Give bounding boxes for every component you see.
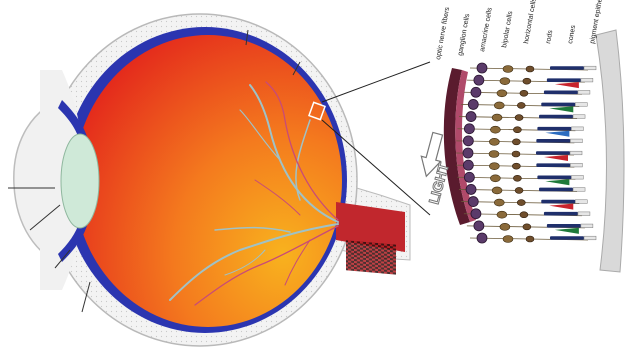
- bipolar-cell: [500, 223, 510, 230]
- lens: [61, 134, 99, 228]
- horizontal-cell: [520, 90, 528, 96]
- bipolar-cell: [492, 114, 502, 121]
- rod-outer-segment: [578, 90, 590, 94]
- horizontal-cell: [517, 200, 525, 206]
- pigment-epithelium: [596, 30, 624, 272]
- bipolar-cell: [497, 211, 507, 218]
- retina: [74, 35, 342, 327]
- ganglion-cell: [468, 99, 478, 109]
- cone-cell: [555, 228, 579, 234]
- rod-cell: [539, 115, 573, 119]
- bipolar-cell: [494, 199, 504, 206]
- ganglion-cell: [464, 172, 474, 182]
- rod-cell: [541, 103, 575, 107]
- bipolar-cell: [503, 66, 513, 73]
- rod-cell: [547, 78, 581, 82]
- horizontal-cell: [515, 187, 523, 193]
- rod-cell: [536, 163, 570, 167]
- cone-cell: [544, 155, 568, 161]
- rod-outer-segment: [584, 236, 596, 240]
- horizontal-cell: [523, 224, 531, 230]
- rod-cell: [544, 90, 578, 94]
- rod-outer-segment: [584, 66, 596, 70]
- rod-cell: [539, 188, 573, 192]
- bipolar-cell: [500, 78, 510, 85]
- retina-label: horizontal cells: [523, 0, 538, 44]
- cone-cell: [545, 131, 569, 137]
- rod-cell: [537, 175, 571, 179]
- ganglion-cell: [463, 136, 473, 146]
- bipolar-cell: [489, 138, 499, 145]
- bipolar-cell: [490, 175, 500, 182]
- horizontal-cell: [523, 78, 531, 84]
- zoom-line-top: [322, 62, 430, 102]
- horizontal-cell: [526, 66, 534, 72]
- rod-outer-segment: [570, 151, 582, 155]
- rod-outer-segment: [581, 224, 593, 228]
- bipolar-cell: [489, 151, 499, 158]
- ganglion-cell: [466, 184, 476, 194]
- rod-cell: [544, 212, 578, 216]
- rod-outer-segment: [578, 212, 590, 216]
- ganglion-cell: [471, 209, 481, 219]
- cone-cell: [549, 106, 573, 112]
- retina-cell-layers: [456, 63, 596, 243]
- rod-cell: [550, 66, 584, 70]
- bipolar-cell: [503, 236, 513, 243]
- rod-outer-segment: [581, 78, 593, 82]
- ganglion-cell: [463, 160, 473, 170]
- horizontal-cell: [513, 175, 521, 181]
- rod-outer-segment: [575, 103, 587, 107]
- bipolar-cell: [494, 102, 504, 109]
- ganglion-cell: [466, 112, 476, 122]
- horizontal-cell: [520, 212, 528, 218]
- rod-outer-segment: [573, 188, 585, 192]
- optic-nerve-fibers-pattern: [346, 240, 396, 274]
- rod-cell: [541, 200, 575, 204]
- ganglion-cell: [468, 197, 478, 207]
- cone-cell: [555, 82, 579, 88]
- bipolar-cell: [497, 90, 507, 97]
- bipolar-cell: [490, 126, 500, 133]
- ganglion-cell: [477, 63, 487, 73]
- ganglion-cell: [471, 87, 481, 97]
- retina-label: optic nerve fibers: [435, 6, 451, 60]
- rod-outer-segment: [573, 115, 585, 119]
- rod-outer-segment: [570, 139, 582, 143]
- rod-outer-segment: [571, 127, 583, 131]
- rod-cell: [550, 236, 584, 240]
- rod-cell: [536, 139, 570, 143]
- rod-cell: [547, 224, 581, 228]
- rod-cell: [536, 151, 570, 155]
- bipolar-cell: [492, 187, 502, 194]
- horizontal-cell: [512, 151, 520, 157]
- horizontal-cell: [512, 163, 520, 169]
- ganglion-cell: [474, 221, 484, 231]
- horizontal-cell: [513, 127, 521, 133]
- rod-outer-segment: [570, 163, 582, 167]
- retina-label: bipolar cells: [501, 10, 514, 48]
- bipolar-cell: [489, 163, 499, 170]
- retina-labels: optic nerve fibers ganglion cells amacrine…: [435, 0, 606, 60]
- retina-label: cones: [567, 24, 577, 44]
- retina-label: rods: [545, 29, 554, 44]
- eyeball: [8, 14, 410, 346]
- ganglion-cell: [477, 233, 487, 243]
- cone-cell: [545, 179, 569, 185]
- rod-cell: [537, 127, 571, 131]
- rod-outer-segment: [575, 200, 587, 204]
- ganglion-cell: [464, 124, 474, 134]
- rod-outer-segment: [571, 175, 583, 179]
- ganglion-cell: [463, 148, 473, 158]
- ganglion-cell: [474, 75, 484, 85]
- horizontal-cell: [526, 236, 534, 242]
- retina-label: amacrine cells: [479, 7, 494, 53]
- horizontal-cell: [515, 115, 523, 121]
- horizontal-cell: [517, 102, 525, 108]
- horizontal-cell: [512, 139, 520, 145]
- cone-cell: [549, 204, 573, 210]
- retina-label: ganglion cells: [457, 13, 471, 56]
